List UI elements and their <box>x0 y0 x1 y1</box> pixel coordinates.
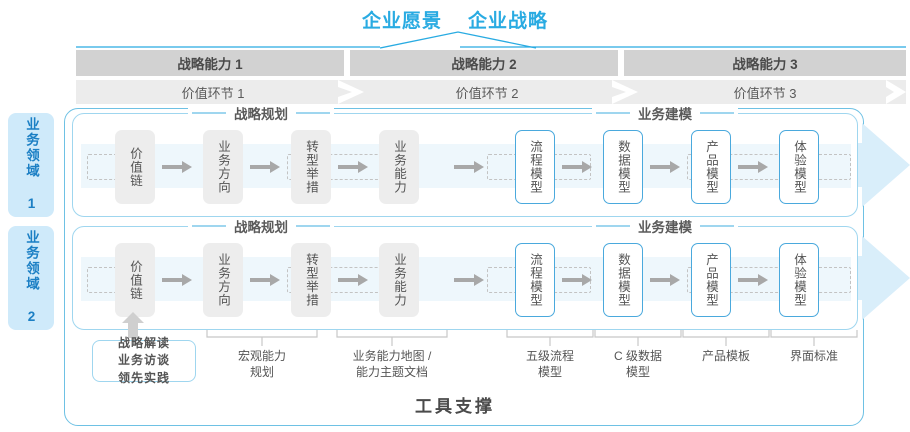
arrow-icon <box>162 161 192 173</box>
rule-right <box>296 112 330 114</box>
node-process-model-1[interactable]: 流程模型 <box>515 130 555 204</box>
capability-cell-2[interactable]: 战略能力 2 <box>350 50 618 76</box>
arrow-icon <box>738 274 768 286</box>
section-label: 战略规划 <box>234 220 288 235</box>
rule-right <box>700 225 734 227</box>
bracket-icon <box>506 330 594 346</box>
node-data-model-1[interactable]: 数据模型 <box>603 130 643 204</box>
domain-row-1: 价值链 业务方向 转型举措 业务能力 流程模型 数据模型 产品模型 体验模型 <box>72 113 858 217</box>
bracket-icon <box>336 330 448 346</box>
title-connector <box>380 31 537 49</box>
node-business-direction-1[interactable]: 业务方向 <box>203 130 243 204</box>
footer-title: 工具支撑 <box>415 397 495 416</box>
arrow-icon <box>454 161 484 173</box>
rule-left <box>192 112 226 114</box>
arrow-icon <box>250 161 280 173</box>
arrow-icon <box>338 161 368 173</box>
tool-label-5: 产品模板 <box>701 349 750 363</box>
node-data-model-2[interactable]: 数据模型 <box>603 243 643 317</box>
node-product-model-1[interactable]: 产品模型 <box>691 130 731 204</box>
capability-cell-3[interactable]: 战略能力 3 <box>624 50 906 76</box>
domain-row-2: 价值链 业务方向 转型举措 业务能力 流程模型 数据模型 产品模型 体验模型 <box>72 226 858 330</box>
node-business-direction-2[interactable]: 业务方向 <box>203 243 243 317</box>
tool-label-2: 业务能力地图 /能力主题文档 <box>352 349 432 380</box>
rule-right <box>296 225 330 227</box>
capability-band: 战略能力 1 战略能力 2 战略能力 3 <box>76 50 906 76</box>
section-caption-modeling-2: 业务建模 <box>592 218 738 235</box>
arrow-icon <box>562 161 592 173</box>
domain-tab-2[interactable]: 业务领域 2 <box>8 226 54 330</box>
section-caption-modeling-1: 业务建模 <box>592 105 738 122</box>
section-label: 业务建模 <box>638 107 692 122</box>
tool-highlight-box[interactable]: 战略解读业务访谈领先实践 <box>92 336 196 385</box>
arrow-icon <box>738 161 768 173</box>
title-strategy: 企业战略 <box>468 11 549 32</box>
bracket-icon <box>206 330 318 346</box>
capability-cell-1[interactable]: 战略能力 1 <box>76 50 344 76</box>
arrow-icon <box>650 274 680 286</box>
tool-label-4: C 级数据模型 <box>613 349 662 380</box>
section-caption-planning-1: 战略规划 <box>188 105 334 122</box>
node-experience-model-1[interactable]: 体验模型 <box>779 130 819 204</box>
arrow-icon <box>250 274 280 286</box>
value-stage-2[interactable]: 价值环节 2 <box>455 85 519 101</box>
rule-left <box>192 225 226 227</box>
bracket-icon <box>770 330 858 346</box>
title-baseline <box>76 46 906 48</box>
tool-label-1: 宏观能力规划 <box>237 349 286 380</box>
up-arrow-icon <box>122 312 144 338</box>
section-label: 战略规划 <box>234 107 288 122</box>
diagram-title: 企业愿景 企业战略 <box>0 6 910 33</box>
tool-label-6: 界面标准 <box>789 349 838 363</box>
chevron-separator-2 <box>612 80 638 104</box>
node-business-capability-2[interactable]: 业务能力 <box>379 243 419 317</box>
node-process-model-2[interactable]: 流程模型 <box>515 243 555 317</box>
rule-left <box>596 225 630 227</box>
arrow-icon <box>338 274 368 286</box>
chevron-separator-1 <box>338 80 364 104</box>
row-2-placeholder-right <box>817 267 851 293</box>
node-value-chain-1[interactable]: 价值链 <box>115 130 155 204</box>
value-stage-band: 价值环节 1 价值环节 2 价值环节 3 <box>76 80 906 104</box>
section-label: 业务建模 <box>638 220 692 235</box>
arrow-icon <box>454 274 484 286</box>
domain-tab-1[interactable]: 业务领域 1 <box>8 113 54 217</box>
node-value-chain-2[interactable]: 价值链 <box>115 243 155 317</box>
node-product-model-2[interactable]: 产品模型 <box>691 243 731 317</box>
rule-left <box>596 112 630 114</box>
section-caption-planning-2: 战略规划 <box>188 218 334 235</box>
arrow-icon <box>650 161 680 173</box>
node-experience-model-2[interactable]: 体验模型 <box>779 243 819 317</box>
arrow-icon <box>562 274 592 286</box>
node-business-capability-1[interactable]: 业务能力 <box>379 130 419 204</box>
row-1-placeholder-right <box>817 154 851 180</box>
rule-right <box>700 112 734 114</box>
value-stage-1[interactable]: 价值环节 1 <box>181 85 245 101</box>
chevron-separator-3 <box>886 80 906 104</box>
title-vision: 企业愿景 <box>361 11 442 32</box>
tool-label-3: 五级流程模型 <box>525 349 574 380</box>
bracket-icon <box>682 330 770 346</box>
bracket-icon <box>594 330 682 346</box>
node-transformation-2[interactable]: 转型举措 <box>291 243 331 317</box>
value-stage-3[interactable]: 价值环节 3 <box>733 85 797 101</box>
node-transformation-1[interactable]: 转型举措 <box>291 130 331 204</box>
arrow-icon <box>162 274 192 286</box>
